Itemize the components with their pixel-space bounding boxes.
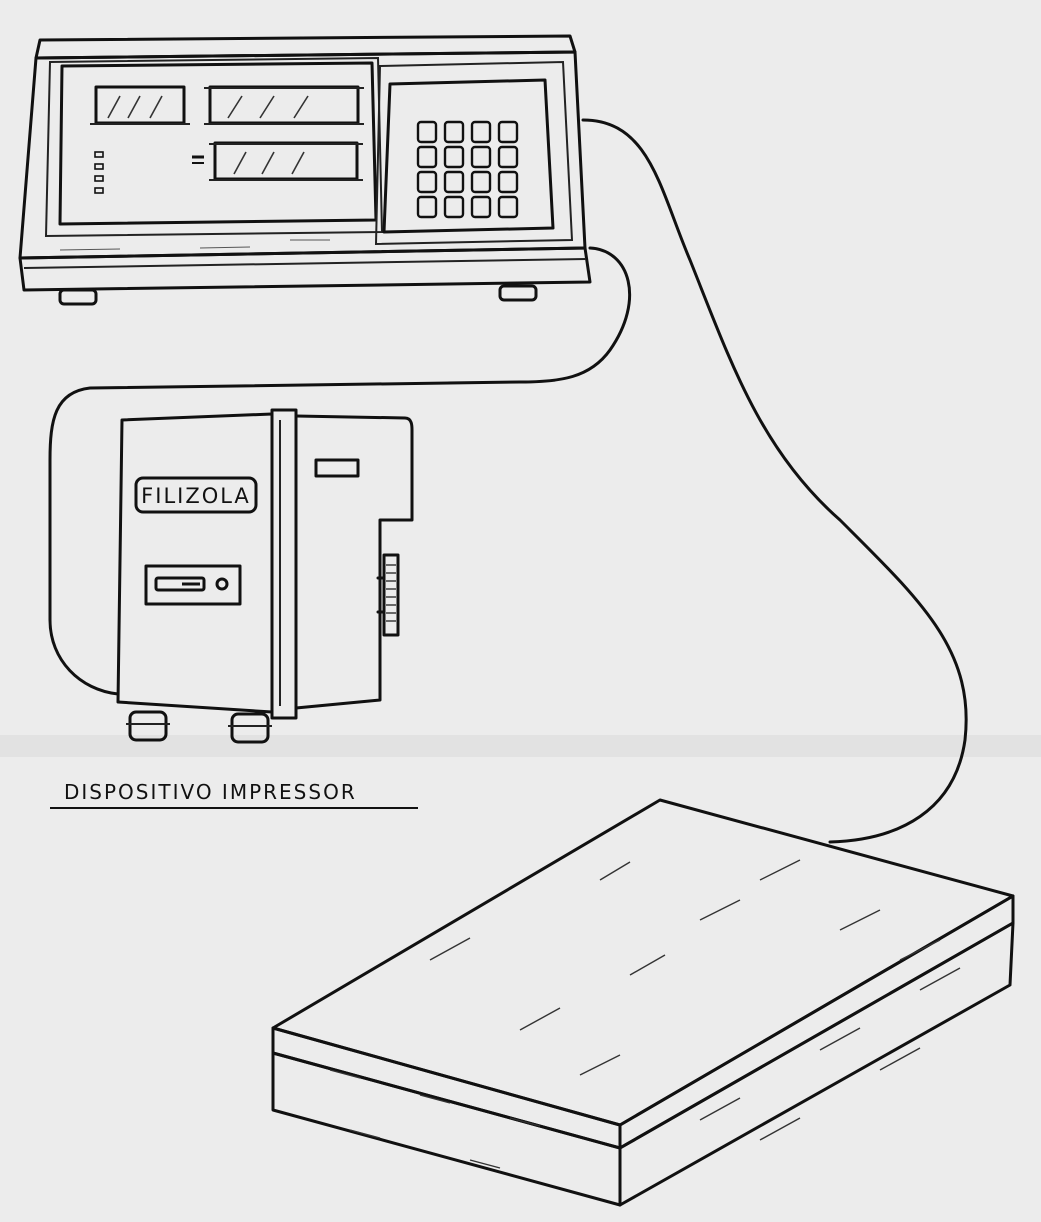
- keypad-key: [416, 120, 438, 144]
- printer-foot-left: [128, 710, 168, 742]
- cables: [48, 118, 968, 844]
- display-weight: [90, 85, 190, 125]
- keypad-key: [443, 145, 465, 169]
- keypad: [416, 120, 519, 219]
- keypad-panel: [382, 78, 555, 234]
- indicator-foot-left: [58, 288, 98, 306]
- keypad-key: [497, 195, 519, 219]
- paper-roller: [382, 553, 400, 637]
- keypad-key: [443, 120, 465, 144]
- indicator-foot-right: [498, 284, 538, 302]
- keypad-key: [470, 120, 492, 144]
- keypad-key: [497, 145, 519, 169]
- paper-slot: [314, 458, 360, 478]
- keypad-key: [443, 170, 465, 194]
- weighing-indicator: [18, 34, 592, 306]
- scale-platform: [271, 798, 1015, 1207]
- brand-label: FILIZOLA: [141, 484, 251, 508]
- keypad-key: [416, 195, 438, 219]
- keypad-key: [470, 170, 492, 194]
- platform-texture: [329, 859, 961, 1169]
- printer-strip: [270, 408, 298, 720]
- display-total: [209, 141, 363, 181]
- platform-top: [271, 798, 1015, 1127]
- indicator-base: [18, 246, 592, 292]
- platform-upper-front: [271, 1026, 622, 1150]
- scan-band: [0, 735, 1041, 757]
- keypad-key: [497, 120, 519, 144]
- printer-caption: DISPOSITIVO IMPRESSOR: [64, 780, 357, 804]
- keypad-key: [416, 170, 438, 194]
- platform-lower-side: [618, 921, 1015, 1207]
- display-price: [204, 85, 364, 125]
- indicator-lamps: [94, 151, 104, 194]
- printer-switch: [154, 576, 206, 592]
- printer-body-left: [116, 412, 274, 714]
- cable-indicator-to-platform: [581, 118, 968, 844]
- keypad-key: [470, 195, 492, 219]
- platform-upper-side: [618, 894, 1015, 1150]
- keypad-key: [443, 195, 465, 219]
- keypad-key: [416, 145, 438, 169]
- brand-label-box: [134, 476, 258, 514]
- keypad-key: [497, 170, 519, 194]
- printer-foot-right: [230, 712, 270, 744]
- keypad-key: [470, 145, 492, 169]
- printer-control-panel: [144, 564, 242, 606]
- printer-body-right: [294, 414, 414, 710]
- printer-device: FILIZOLA: [116, 408, 414, 744]
- printer-knob: [215, 577, 229, 591]
- cable-indicator-to-printer: [48, 246, 632, 696]
